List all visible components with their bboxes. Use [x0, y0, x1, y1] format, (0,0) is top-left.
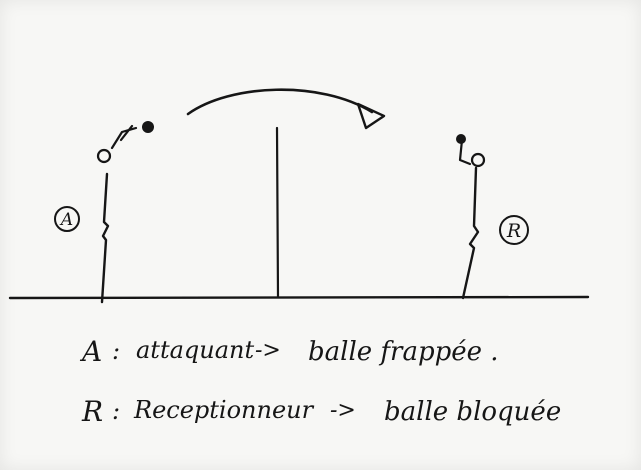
legend-result: balle bloquée	[384, 397, 561, 427]
receiver-head	[470, 152, 486, 168]
legend-letter: R	[81, 395, 103, 428]
attacker-ball	[142, 121, 154, 133]
receiver-figure	[456, 134, 486, 300]
legend-role: Receptionneur	[133, 396, 315, 424]
legend-row-attacker: A : attaquant -> balle frappée .	[79, 335, 499, 368]
legend-separator: :	[112, 397, 120, 425]
attacker-body	[100, 172, 110, 304]
receiver-label: R	[499, 215, 529, 245]
legend-result: balle frappée .	[308, 337, 499, 367]
legend-arrow: ->	[330, 398, 356, 423]
receiver-ball	[456, 134, 466, 144]
attacker-head	[96, 148, 112, 164]
legend-letter: A	[79, 335, 102, 368]
receiver-body	[461, 166, 480, 300]
net	[275, 126, 280, 299]
ground-line	[8, 295, 590, 300]
attacker-label: A	[54, 206, 80, 232]
trajectory-arrow	[186, 88, 386, 130]
receiver-label-letter: R	[506, 220, 521, 242]
attacker-label-letter: A	[59, 210, 73, 230]
legend-separator: :	[112, 337, 120, 365]
legend-row-receiver: R : Receptionneur -> balle bloquée	[81, 395, 561, 428]
legend-arrow: ->	[255, 338, 281, 363]
attacker-arm	[110, 124, 138, 150]
legend-role: attaquant	[136, 336, 254, 364]
attacker-figure	[96, 121, 154, 304]
receiver-arm	[458, 138, 472, 166]
